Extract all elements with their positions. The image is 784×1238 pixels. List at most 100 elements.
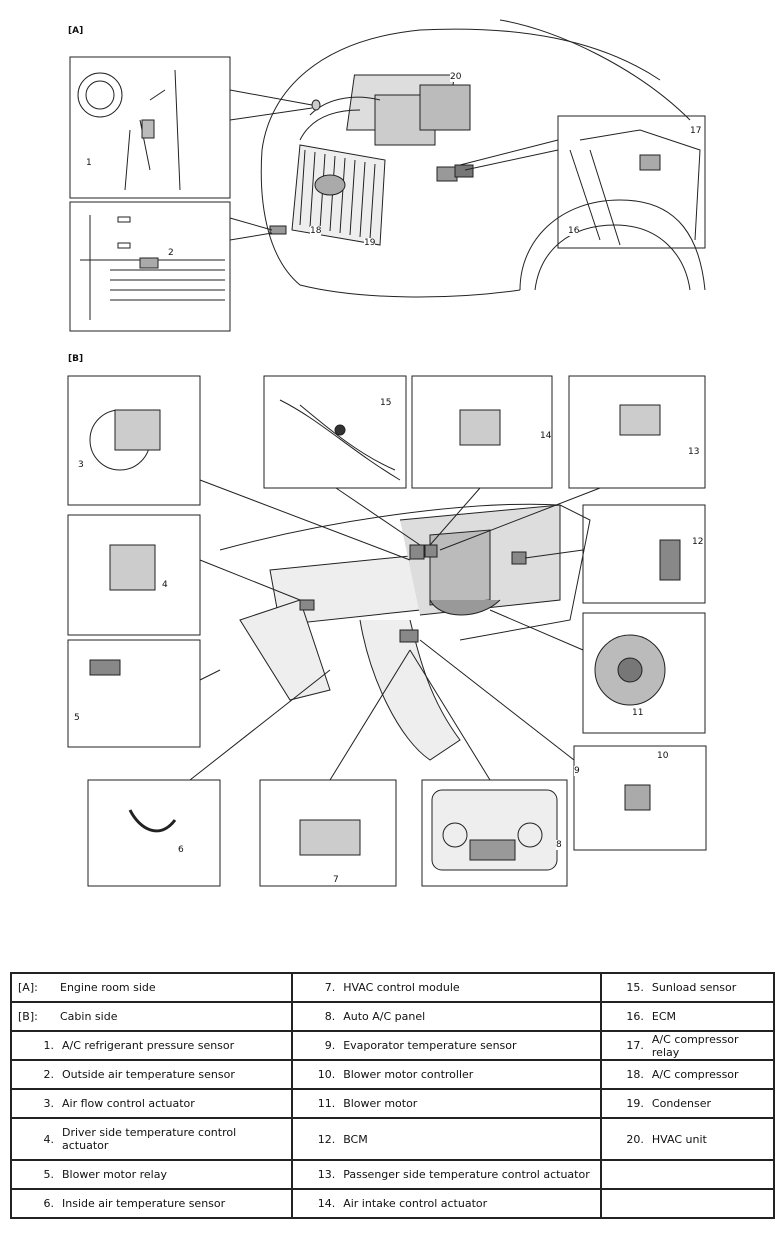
legend-row: 1. A/C refrigerant pressure sensor 9. Evap… (9, 1030, 776, 1061)
legend-cell: 16. ECM (599, 1001, 776, 1032)
legend-key: [A]: (18, 981, 38, 994)
legend-text: Engine room side (60, 981, 156, 994)
legend-text: Driver side temperature control actuator (62, 1126, 237, 1152)
legend-key: [B]: (18, 1010, 38, 1023)
legend-cell: 12. BCM (291, 1117, 602, 1161)
legend-cell: 3. Air flow control actuator (9, 1088, 294, 1119)
callout-3: 3 (78, 460, 84, 470)
legend-row: 4.Driver side temperature control actuat… (9, 1117, 776, 1161)
legend-cell: 18. A/C compressor (599, 1059, 776, 1090)
legend-cell: 10.Blower motor controller (291, 1059, 602, 1090)
inset-air-intake-actuator (411, 375, 553, 489)
legend-cell: 6.Inside air temperature sensor (9, 1188, 294, 1219)
legend-text: Cabin side (60, 1010, 118, 1023)
legend-cell: 15. Sunload sensor (599, 972, 776, 1003)
callout-8: 8 (556, 840, 562, 850)
legend-cell: [A]: Engine room side (9, 972, 294, 1003)
legend-cell: 19.Condenser (599, 1088, 776, 1119)
inset-auto-ac-panel (421, 779, 568, 887)
legend-text: Sunload sensor (651, 981, 737, 994)
legend-cell: 14.Air intake control actuator (291, 1188, 602, 1219)
legend-key: 14. (317, 1197, 336, 1210)
legend-text: Air flow control actuator (62, 1097, 195, 1110)
hvac-unit-illustration (346, 74, 471, 146)
legend-key: 5. (43, 1168, 55, 1181)
legend-key: 8. (324, 1010, 336, 1023)
legend-key: 7. (324, 981, 336, 994)
callout-14: 14 (540, 431, 552, 441)
callout-7: 7 (333, 875, 339, 885)
legend-key: 6. (43, 1197, 55, 1210)
legend-cell: 1. A/C refrigerant pressure sensor (9, 1030, 294, 1061)
legend-cell: 8. Auto A/C panel (291, 1001, 602, 1032)
legend-text: A/C compressor relay (651, 1032, 739, 1059)
legend-key: 3. (43, 1097, 55, 1110)
legend-text: BCM (343, 1132, 368, 1146)
legend-row: [B]: Cabin side 8. Auto A/C panel 16. ECM (9, 1001, 776, 1032)
callout-5: 5 (74, 713, 80, 723)
legend-text: ECM (651, 1010, 677, 1023)
legend-cell: 7. HVAC control module (291, 972, 602, 1003)
legend-key: 10. (317, 1068, 336, 1081)
legend-row: 6.Inside air temperature sensor 14.Air i… (9, 1188, 776, 1219)
diagram-drawing (67, 19, 707, 887)
legend-cell (599, 1159, 776, 1190)
dashboard-illustration (219, 503, 591, 761)
legend-text: Auto A/C panel (343, 1010, 426, 1023)
inset-blower-motor (582, 612, 706, 734)
callout-12: 12 (692, 537, 704, 547)
callout-20: 20 (450, 72, 462, 82)
legend-cell: 13.Passenger side temperature control ac… (291, 1159, 602, 1190)
bumper-outline (260, 149, 521, 298)
inset-outside-temp-sensor (69, 201, 231, 332)
inset-relay-box (557, 115, 706, 249)
callout-1: 1 (86, 158, 92, 168)
wheel-arch (519, 199, 706, 291)
legend-key: 9. (324, 1039, 336, 1052)
callout-17: 17 (690, 126, 702, 136)
legend-key: 11. (317, 1097, 336, 1110)
legend-text: A/C refrigerant pressure sensor (62, 1039, 235, 1052)
legend-key: 2. (43, 1068, 55, 1081)
section-b-label: [B] (68, 354, 84, 364)
legend-key: 12. (317, 1132, 336, 1146)
legend-cell: 9. Evaporator temperature sensor (291, 1030, 602, 1061)
callout-19: 19 (364, 238, 376, 248)
legend-text: HVAC control module (343, 981, 460, 994)
callout-9: 9 (574, 766, 580, 776)
inset-passenger-temp-actuator (568, 375, 706, 489)
legend-text: A/C compressor (651, 1068, 739, 1081)
legend-cell: 20.HVAC unit (599, 1117, 776, 1161)
legend-row: [A]: Engine room side 7. HVAC control modu… (9, 972, 776, 1003)
legend-text: Evaporator temperature sensor (343, 1039, 517, 1052)
inset-hvac-control-module (259, 779, 397, 887)
hood-outline (261, 28, 661, 151)
legend-key: 18. (626, 1068, 644, 1081)
legend-cell: 5.Blower motor relay (9, 1159, 294, 1190)
inset-inside-temp-sensor (87, 779, 221, 887)
legend-key: 15. (626, 981, 644, 994)
legend-cell (599, 1188, 776, 1219)
legend-text: Outside air temperature sensor (62, 1068, 235, 1081)
callout-4: 4 (162, 580, 168, 590)
legend-cell: 4.Driver side temperature control actuat… (9, 1117, 294, 1161)
legend-key: 1. (43, 1039, 55, 1052)
condenser-illustration (291, 144, 386, 246)
callout-15: 15 (380, 398, 392, 408)
legend-text: Condenser (651, 1097, 712, 1110)
legend-cell: [B]: Cabin side (9, 1001, 294, 1032)
legend-cell: 2. Outside air temperature sensor (9, 1059, 294, 1090)
legend-text: Passenger side temperature control actua… (343, 1168, 590, 1181)
section-a-label: [A] (68, 26, 84, 36)
legend-key: 20. (626, 1132, 644, 1146)
inset-sunload-sensor (263, 375, 407, 489)
legend-key: 17. (626, 1039, 644, 1052)
legend-cell: 17. A/C compressor relay (599, 1030, 776, 1061)
component-location-diagram: [A] [B] 1 2 3 4 5 6 7 8 9 10 11 12 13 14… (67, 19, 707, 887)
inset-bcm (582, 504, 706, 604)
legend-text: Blower motor (343, 1097, 418, 1110)
legend-row: 3. Air flow control actuator 11. Blower mo… (9, 1088, 776, 1119)
legend-key: 16. (626, 1010, 644, 1023)
callout-16: 16 (568, 226, 580, 236)
inset-air-flow-actuator (67, 375, 201, 506)
